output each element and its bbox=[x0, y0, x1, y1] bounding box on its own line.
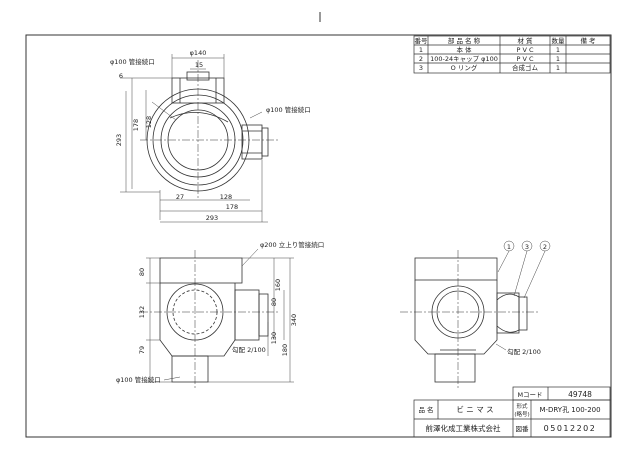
top-view-inlet-top-label: φ100 管接続口 bbox=[110, 57, 155, 66]
top-view bbox=[140, 60, 280, 200]
front-view-dimensions bbox=[146, 248, 294, 383]
table-row-1-material: P V C bbox=[516, 46, 533, 54]
dim-d128v: 128 bbox=[145, 116, 153, 128]
table-row-3-qty: 1 bbox=[556, 64, 560, 72]
section-view-callouts bbox=[495, 240, 551, 351]
dim-d180: 180 bbox=[281, 344, 289, 356]
dim-d6: 6 bbox=[119, 72, 123, 80]
front-view-top-opening-label: φ200 立上り管接続口 bbox=[260, 240, 324, 249]
front-view bbox=[140, 250, 280, 390]
dim-d15: 15 bbox=[195, 61, 203, 69]
top-view-inlet-right-label: φ100 管接続口 bbox=[266, 105, 311, 114]
callout-1: 1 bbox=[507, 243, 511, 251]
mcode-value: 49748 bbox=[568, 390, 592, 399]
table-row-3-material: 合成ゴム bbox=[512, 63, 539, 72]
top-view-dimensions bbox=[120, 54, 268, 223]
table-row-3-name: O リング bbox=[451, 63, 478, 72]
dim-d293h: 293 bbox=[206, 214, 218, 222]
dim-d79: 79 bbox=[138, 346, 146, 354]
front-view-slope-label: 勾配 2/100 bbox=[232, 345, 266, 354]
table-row-1-name: 本 体 bbox=[456, 45, 472, 54]
table-header-no: 番号 bbox=[415, 37, 429, 45]
table-header-note: 備 考 bbox=[580, 36, 596, 45]
table-row-2-no: 2 bbox=[419, 55, 423, 63]
drawing-no-value: 05012202 bbox=[544, 424, 597, 433]
section-view-slope-label: 勾配 2/100 bbox=[507, 347, 541, 356]
company-name: 前澤化成工業株式会社 bbox=[426, 423, 501, 433]
dim-d27: 27 bbox=[176, 193, 184, 201]
drawing-no-label: 図番 bbox=[516, 425, 530, 433]
table-row-2-name: 100-24キャップ φ100 bbox=[430, 55, 498, 63]
title-block bbox=[413, 386, 611, 438]
model-value: M-DRY孔 100-200 bbox=[539, 406, 600, 414]
table-header-name: 部 品 名 称 bbox=[448, 36, 481, 45]
dim-d130: 130 bbox=[270, 332, 278, 344]
dim-d80b: 80 bbox=[270, 298, 278, 306]
table-header-material: 材 質 bbox=[517, 36, 533, 45]
dim-d178h: 178 bbox=[226, 203, 238, 211]
sheet-border bbox=[25, 34, 612, 438]
table-row-2-qty: 1 bbox=[556, 55, 560, 63]
model-label-abbr: (略号) bbox=[514, 410, 529, 418]
front-view-bottom-outlet-label: φ100 管接続口 bbox=[116, 375, 161, 384]
mcode-label: Mコード bbox=[517, 391, 542, 399]
table-header-qty: 数量 bbox=[552, 36, 566, 45]
dim-d140: φ140 bbox=[190, 49, 207, 57]
table-row-2-material: P V C bbox=[516, 55, 533, 63]
table-row-1-no: 1 bbox=[419, 46, 423, 54]
parts-table bbox=[413, 35, 611, 74]
callout-3: 3 bbox=[525, 243, 529, 251]
dim-d160: 160 bbox=[274, 279, 282, 291]
dim-d178v: 178 bbox=[132, 119, 140, 131]
dim-d128h: 128 bbox=[220, 193, 232, 201]
dim-d293v: 293 bbox=[115, 134, 123, 146]
section-view bbox=[400, 250, 540, 390]
product-name-label: 品 名 bbox=[418, 405, 433, 414]
product-name-value: ビ ニ マ ス bbox=[456, 405, 493, 414]
model-label: 形式 bbox=[516, 402, 528, 410]
callout-2: 2 bbox=[543, 243, 547, 251]
dim-d132: 132 bbox=[138, 306, 146, 318]
dim-d80: 80 bbox=[138, 268, 146, 276]
table-row-3-no: 3 bbox=[419, 64, 423, 72]
dim-d340: 340 bbox=[290, 314, 298, 326]
table-row-1-qty: 1 bbox=[556, 46, 560, 54]
